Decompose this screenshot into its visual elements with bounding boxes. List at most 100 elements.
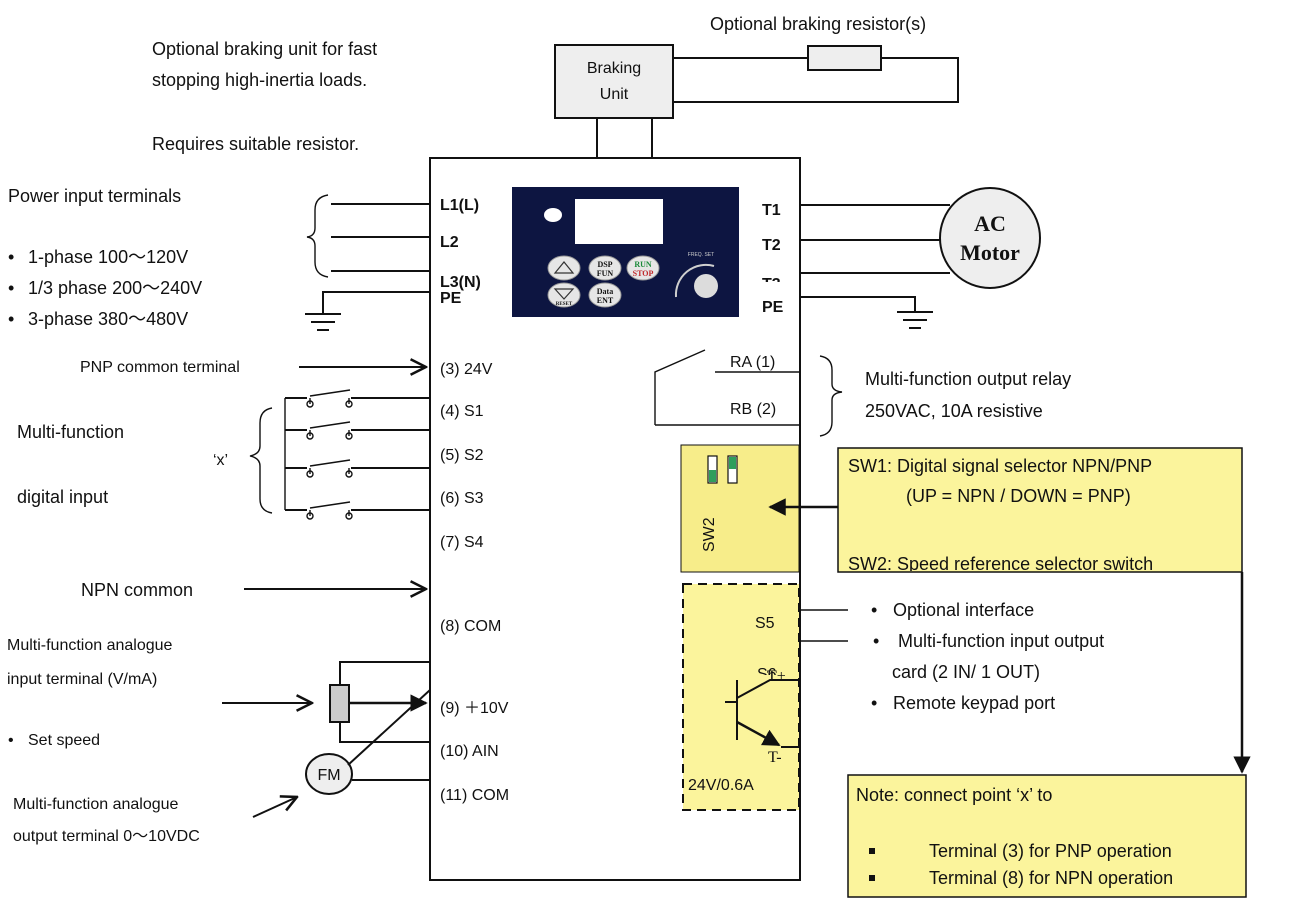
terminal-t1: T1	[762, 202, 781, 219]
terminal-pe-out: PE	[762, 299, 784, 316]
card-s5: S5	[755, 615, 775, 632]
card-tminus: T-	[768, 749, 782, 766]
braking-desc-line1: Optional braking unit for fast	[152, 39, 377, 59]
ground-symbol-icon	[305, 313, 341, 331]
braking-unit-line1: Braking	[587, 60, 641, 77]
meter-label: FM	[317, 767, 340, 784]
run-stop-key[interactable]	[626, 255, 660, 281]
note-bullet-1	[869, 848, 875, 854]
relay-desc-1: Multi-function output relay	[865, 369, 1071, 389]
digital-input-line1: Multi-function	[17, 422, 124, 442]
down-arrow-icon	[553, 288, 575, 300]
pnp-common-label: PNP common terminal	[80, 359, 240, 376]
card-desc-bullet-1: •	[871, 600, 877, 620]
data-ent-key[interactable]	[588, 282, 622, 308]
sw-area	[680, 444, 800, 573]
power-input-title: Power input terminals	[8, 186, 181, 206]
analog-output-line2: output terminal 0～10VDC	[13, 828, 200, 845]
power-item-bullet-3: •	[8, 309, 14, 329]
ent-key-label: ENT	[597, 296, 614, 305]
pe-out-wire	[800, 296, 916, 312]
power-item-3: 3-phase 380～480V	[28, 309, 188, 329]
ac-motor-icon	[939, 187, 1041, 289]
terminal-l1: L1(L)	[440, 197, 479, 214]
sw2-label: SW2	[701, 517, 718, 552]
analog-input-line1: Multi-function analogue	[7, 637, 173, 654]
run-key-label: RUN	[634, 260, 652, 269]
sw-note-line3: SW2: Speed reference selector switch	[848, 554, 1153, 574]
terminal-l3: L3(N)	[440, 274, 481, 291]
power-item-bullet-2: •	[8, 278, 14, 298]
dip-switches[interactable]	[707, 455, 738, 484]
note-bullet-2	[869, 875, 875, 881]
terminal-s1: (4) S1	[440, 403, 484, 420]
note-title: Note: connect point ‘x’ to	[856, 785, 1052, 805]
terminal-t3: T3	[762, 276, 781, 293]
freq-knob-arc	[674, 263, 715, 298]
card-interface-lines	[800, 609, 848, 642]
note-item-2: Terminal (8) for NPN operation	[929, 868, 1173, 888]
digital-input-switches	[284, 389, 430, 520]
relay-brace	[819, 355, 843, 437]
terminal-l2: L2	[440, 234, 459, 251]
power-brace	[306, 194, 329, 278]
card-desc-4: Remote keypad port	[893, 693, 1055, 713]
terminal-10v: (9) ＋10V	[440, 700, 509, 717]
led-indicator	[544, 208, 562, 222]
braking-resistor	[807, 45, 882, 71]
card-tplus: T+	[767, 668, 786, 685]
resistor-wire-top	[673, 57, 959, 103]
sw-note-box	[837, 447, 1243, 573]
braking-unit-wires	[596, 118, 653, 158]
potentiometer-wires	[339, 661, 430, 743]
relay-desc-2: 250VAC, 10A resistive	[865, 401, 1043, 421]
power-item-2: 1/3 phase 200～240V	[28, 278, 202, 298]
analog-output-line1: Multi-function analogue	[13, 796, 179, 813]
note-box	[847, 774, 1247, 898]
power-item-bullet-1: •	[8, 247, 14, 267]
terminal-ain: (10) AIN	[440, 743, 499, 760]
display-window	[575, 199, 663, 244]
motor-line2: Motor	[960, 240, 1020, 265]
up-key[interactable]	[547, 255, 581, 281]
freq-knob[interactable]	[694, 274, 718, 298]
pe-in-wire	[322, 291, 430, 314]
stop-key-label: STOP	[633, 269, 654, 278]
terminal-pe-in: PE	[440, 290, 462, 307]
braking-unit-line2: Unit	[600, 86, 629, 103]
up-arrow-icon	[553, 261, 575, 274]
terminal-com: (8) COM	[440, 618, 501, 635]
card-s6: S6	[757, 666, 777, 683]
analog-input-set-speed: Set speed	[28, 732, 100, 749]
resistor-label: Optional braking resistor(s)	[710, 14, 926, 34]
card-desc-bullet-2: •	[873, 631, 879, 651]
freq-set-label: FREQ. SET	[688, 252, 714, 258]
terminal-s3: (6) S3	[440, 490, 484, 507]
transistor-icon	[725, 679, 800, 748]
data-key-label: Data	[597, 287, 613, 296]
dsp-key-label: DSP	[597, 260, 612, 269]
relay-rb: RB (2)	[730, 401, 776, 418]
relay-wires	[654, 349, 800, 426]
terminal-24v: (3) 24V	[440, 361, 493, 378]
ground-out-icon	[897, 311, 933, 329]
braking-unit	[554, 44, 674, 119]
terminal-t2: T2	[762, 237, 781, 254]
terminal-s4: (7) S4	[440, 534, 484, 551]
terminal-com-2: (11) COM	[440, 787, 509, 804]
motor-line1: AC	[974, 211, 1006, 236]
power-wires	[331, 203, 430, 272]
note-item-1: Terminal (3) for PNP operation	[929, 841, 1172, 861]
x-point-mark: ‘x’	[213, 452, 228, 469]
card-desc-1: Optional interface	[893, 600, 1034, 620]
power-item-1: 1-phase 100～120V	[28, 247, 188, 267]
option-card	[682, 583, 800, 811]
card-desc-bullet-3: •	[871, 693, 877, 713]
dsp-fun-key[interactable]	[588, 255, 622, 281]
fun-key-label: FUN	[597, 269, 614, 278]
analog-output-arrow	[252, 797, 297, 818]
digital-input-line2: digital input	[17, 487, 108, 507]
terminal-s2: (5) S2	[440, 447, 484, 464]
analog-input-line2: input terminal (V/mA)	[7, 671, 157, 688]
